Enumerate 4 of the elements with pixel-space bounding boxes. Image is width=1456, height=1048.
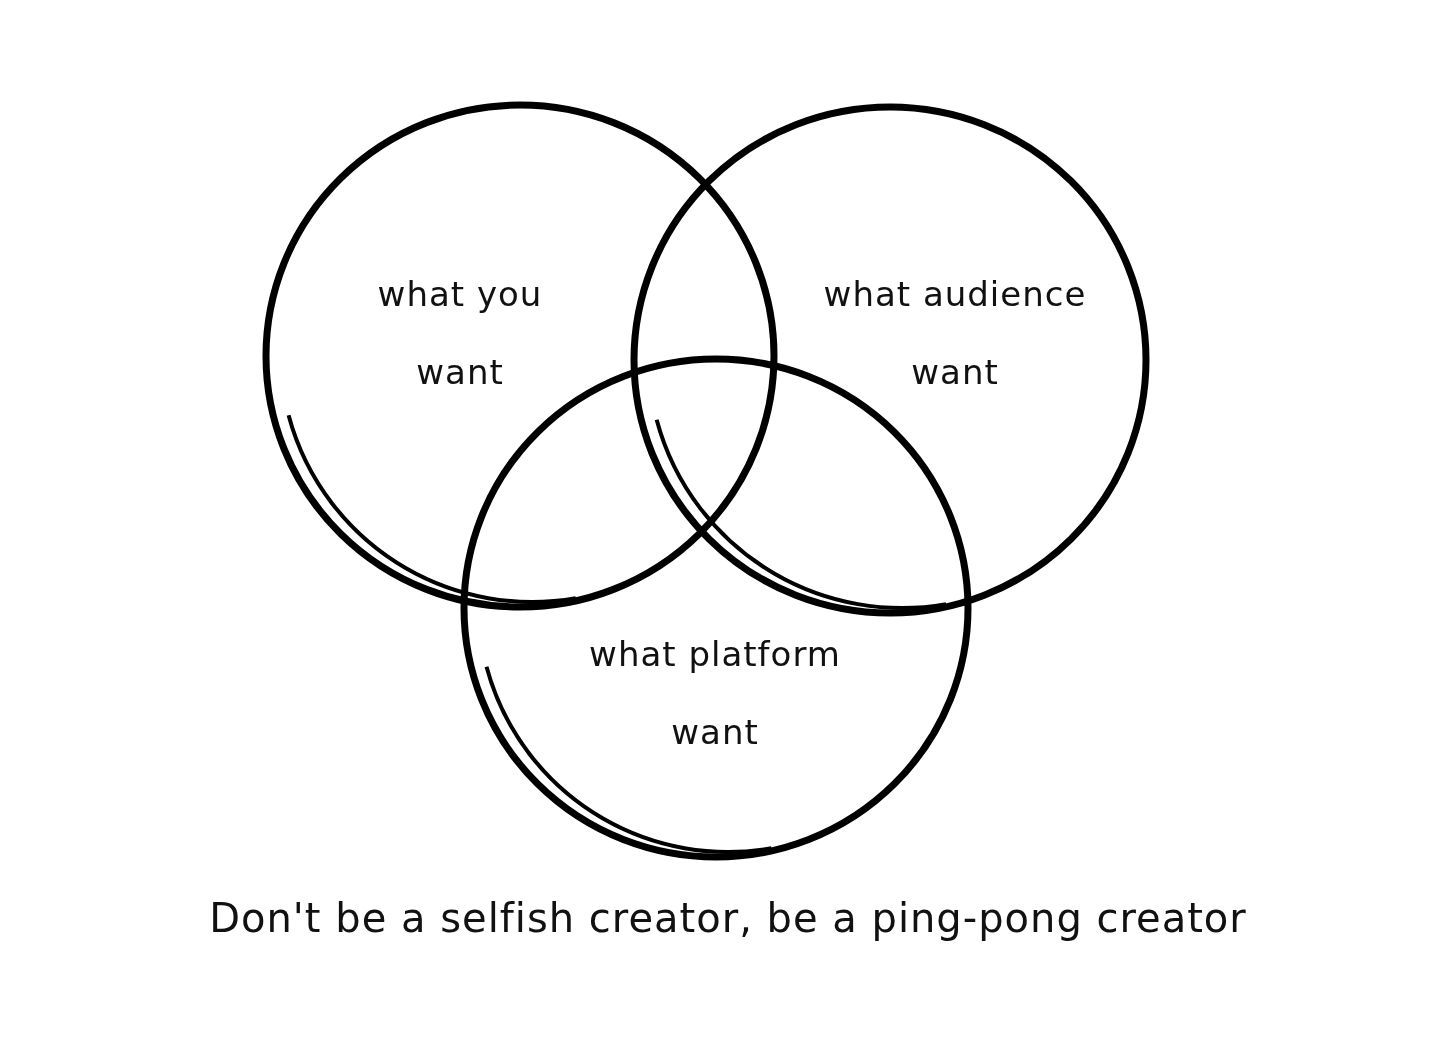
- circle-label: what audience want: [822, 273, 1088, 394]
- caption: Don't be a selfish creator, be a ping-pong creator: [208, 895, 1248, 941]
- circle-label: what you want: [376, 273, 544, 394]
- circle-label: what platform want: [588, 633, 842, 754]
